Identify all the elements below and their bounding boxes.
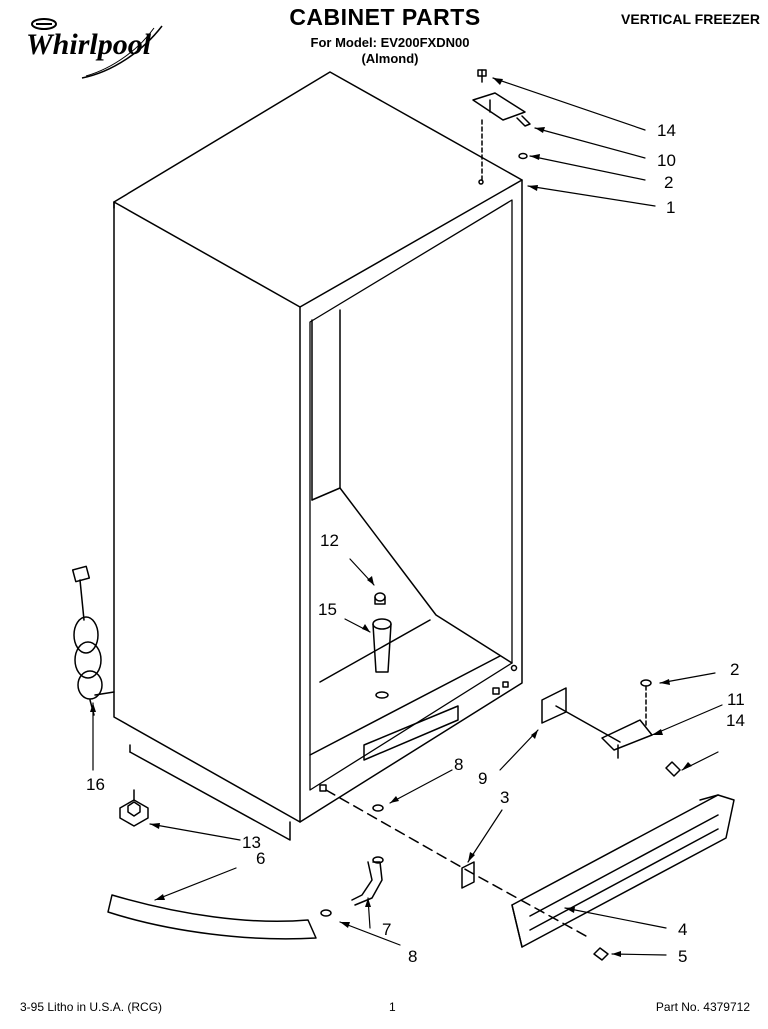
callout-11: 11: [727, 690, 745, 709]
callout-14-top: 14: [657, 121, 676, 140]
callout-9: 9: [478, 769, 487, 788]
document-type: VERTICAL FREEZER: [621, 11, 760, 27]
callout-2-right: 2: [730, 660, 739, 679]
toe-grille: [511, 794, 735, 961]
callout-1: 1: [666, 198, 675, 217]
color-line: (Almond): [361, 51, 419, 66]
callout-14-right: 14: [726, 711, 745, 730]
callout-10: 10: [657, 151, 676, 170]
callout-15: 15: [318, 600, 337, 619]
top-hinge: [472, 69, 531, 183]
callout-6: 6: [256, 849, 265, 868]
whirlpool-logo: Whirlpool: [22, 12, 172, 82]
arrowheads: [90, 78, 692, 957]
leveling-leg: [119, 789, 149, 827]
drain-hose: [107, 804, 384, 940]
leader-lines: [92, 77, 723, 956]
page-number: 1: [389, 1000, 396, 1014]
alignment-line: [325, 789, 587, 937]
page-title: CABINET PARTS: [289, 4, 481, 30]
callout-labels: 14 10 2 1 12 15 16 2 11 14 9 8 3 13 6 7 …: [86, 121, 745, 966]
drain-assembly: [372, 592, 392, 699]
callout-4: 4: [678, 920, 687, 939]
callout-16: 16: [86, 775, 105, 794]
power-cord: [71, 565, 115, 716]
part-number: Part No. 4379712: [655, 1000, 750, 1014]
clip: [461, 861, 475, 889]
callout-12: 12: [320, 531, 339, 550]
footer-litho: 3-95 Litho in U.S.A. (RCG): [20, 1000, 163, 1014]
callout-13: 13: [242, 833, 261, 852]
model-line: For Model: EV200FXDN00: [310, 35, 470, 50]
callout-8-lower: 8: [408, 947, 417, 966]
callout-8-upper: 8: [454, 755, 463, 774]
callout-7: 7: [382, 920, 391, 939]
lower-hinge: [541, 679, 681, 777]
callout-2-top: 2: [664, 173, 673, 192]
callout-3: 3: [500, 788, 509, 807]
cabinet: [113, 71, 523, 841]
callout-5: 5: [678, 947, 687, 966]
